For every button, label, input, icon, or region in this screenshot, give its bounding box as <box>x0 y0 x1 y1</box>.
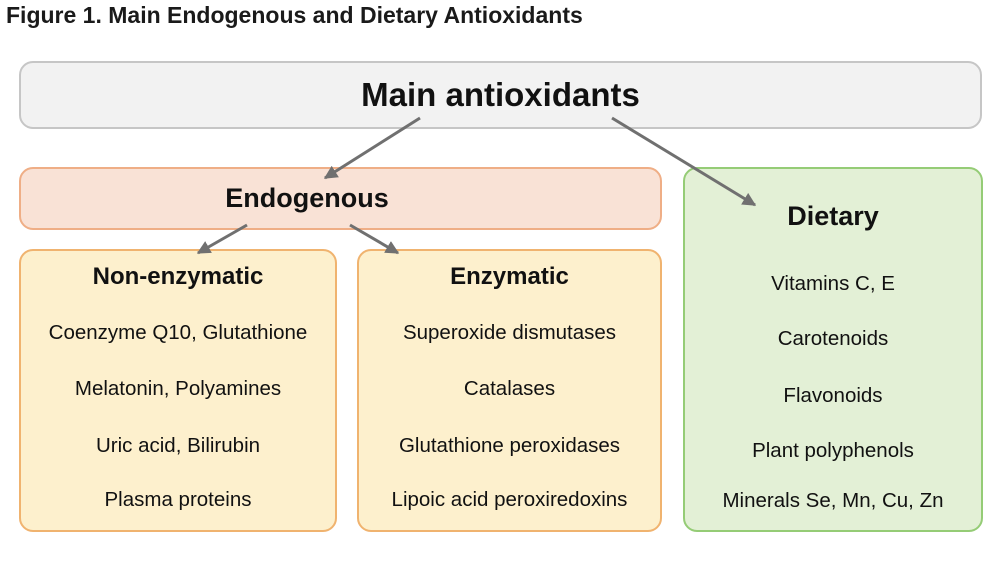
figure-title: Figure 1. Main Endogenous and Dietary An… <box>6 2 583 28</box>
dietary-node: Dietary Vitamins C, E Carotenoids Flavon… <box>683 167 983 532</box>
dietary-label: Dietary <box>787 201 879 231</box>
non-enzymatic-item: Melatonin, Polyamines <box>74 377 282 400</box>
enzymatic-node: Enzymatic Superoxide dismutases Catalase… <box>357 249 662 532</box>
dietary-item: Minerals Se, Mn, Cu, Zn <box>722 489 944 512</box>
endogenous-node: Endogenous <box>19 167 662 230</box>
endogenous-label: Endogenous <box>225 183 389 213</box>
non-enzymatic-item: Uric acid, Bilirubin <box>95 434 261 457</box>
main-antioxidants-label: Main antioxidants <box>361 76 640 113</box>
dietary-item: Vitamins C, E <box>771 272 895 295</box>
dietary-item: Plant polyphenols <box>752 439 914 462</box>
dietary-item: Carotenoids <box>777 327 889 350</box>
enzymatic-label: Enzymatic <box>450 263 569 290</box>
non-enzymatic-item: Plasma proteins <box>104 488 252 511</box>
main-antioxidants-node: Main antioxidants <box>19 61 982 129</box>
non-enzymatic-node: Non-enzymatic Coenzyme Q10, Glutathione … <box>19 249 337 532</box>
enzymatic-item: Catalases <box>463 377 556 400</box>
enzymatic-item: Superoxide dismutases <box>402 321 617 344</box>
non-enzymatic-item: Coenzyme Q10, Glutathione <box>48 321 308 344</box>
dietary-item: Flavonoids <box>783 384 883 407</box>
enzymatic-item: Glutathione peroxidases <box>398 434 621 457</box>
enzymatic-item: Lipoic acid peroxiredoxins <box>391 488 628 511</box>
non-enzymatic-label: Non-enzymatic <box>92 263 264 290</box>
